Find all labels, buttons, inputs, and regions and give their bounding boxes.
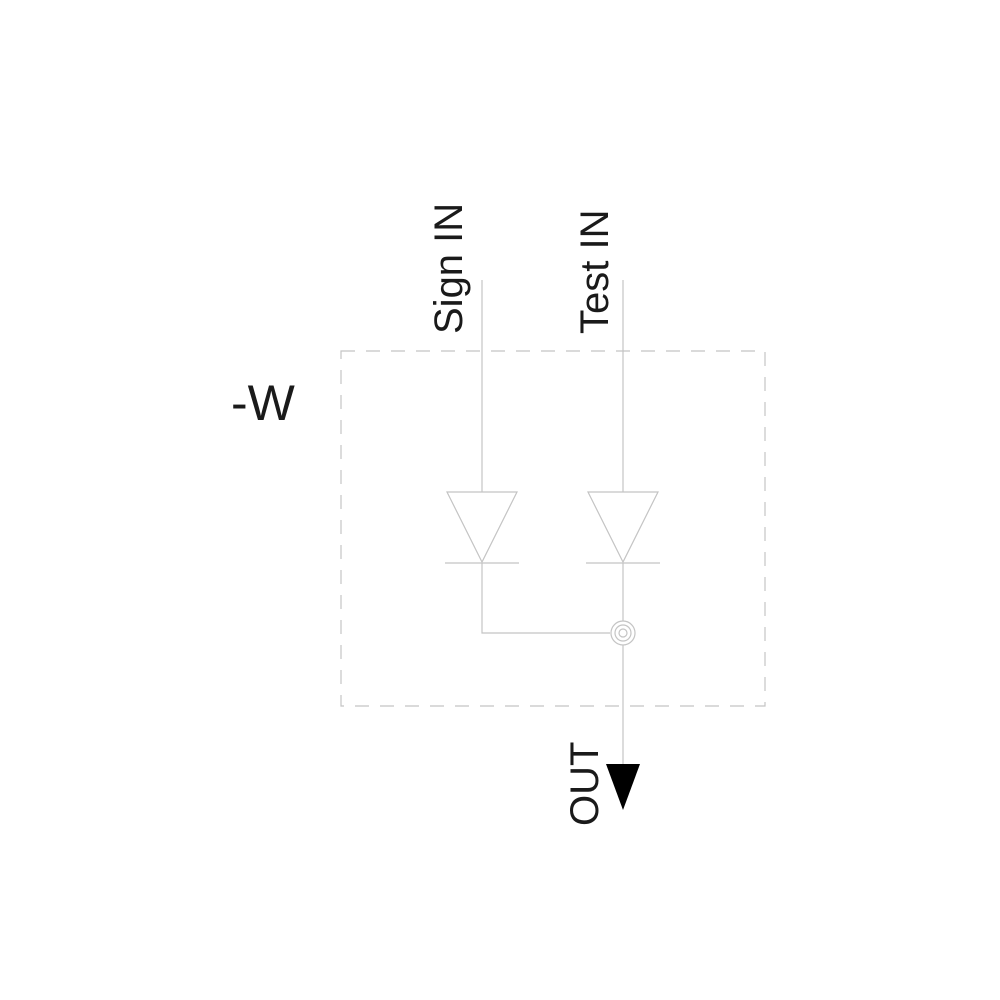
input-label-sign: Sign IN <box>427 203 471 334</box>
diode-sign-triangle <box>446 491 518 564</box>
diode-test[interactable] <box>586 491 660 564</box>
output-arrow-icon <box>606 764 640 810</box>
component-designation: -W <box>231 375 296 431</box>
output-label: OUT <box>563 742 607 826</box>
wire-sign-to-junction[interactable] <box>481 563 610 634</box>
component-boundary <box>340 350 766 707</box>
junction-node[interactable] <box>610 620 636 646</box>
diode-test-triangle <box>587 491 659 564</box>
input-label-test: Test IN <box>573 210 617 334</box>
diode-sign[interactable] <box>445 491 519 564</box>
